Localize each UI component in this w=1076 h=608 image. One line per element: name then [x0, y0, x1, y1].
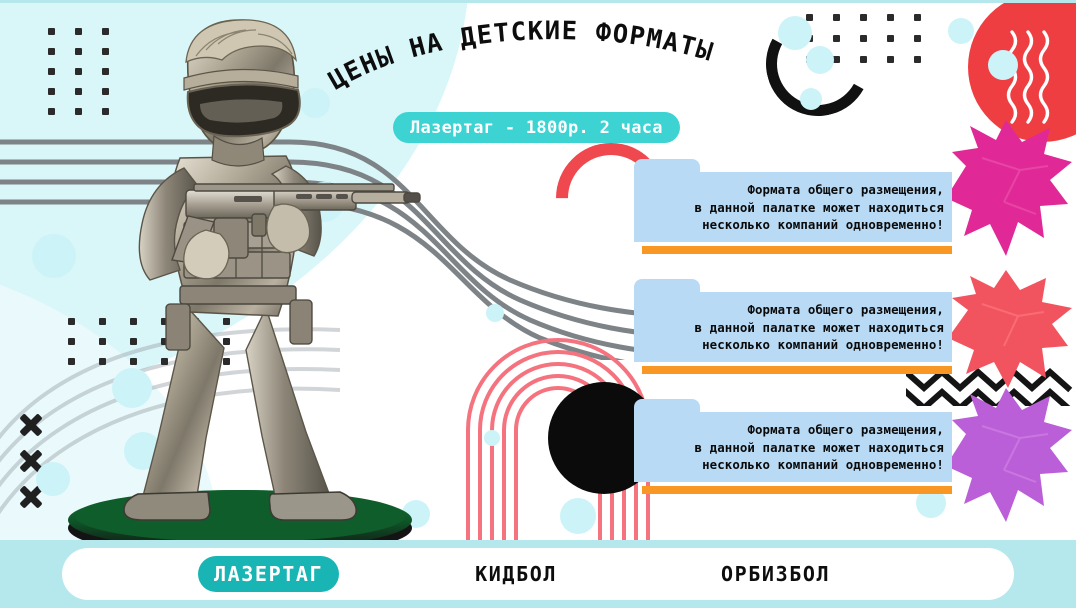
cyan-circle-13 — [486, 304, 504, 322]
card-body: Формата общего размещения, в данной пала… — [634, 292, 952, 362]
cyan-circle-12 — [560, 498, 596, 534]
card-line-1: Формата общего размещения, — [747, 302, 944, 317]
price-badge[interactable]: Лазертаг - 1800р. 2 часа — [393, 112, 680, 143]
tab-lazertag[interactable]: ЛАЗЕРТАГ — [198, 556, 340, 592]
card-line-3: несколько компаний одновременно! — [702, 457, 944, 473]
cyan-circle-9 — [806, 46, 834, 74]
info-card[interactable]: Формата общего размещения, в данной пала… — [634, 279, 952, 374]
card-line-2: в данной палатке может находиться — [694, 199, 944, 215]
tabs-container: ЛАЗЕРТАГ КИДБОЛ ОРБИЗБОЛ — [62, 548, 1014, 600]
black-zigzag-lines — [906, 367, 1073, 406]
purple-gel-splat — [946, 388, 1072, 522]
cyan-circle-7 — [778, 16, 812, 50]
cyan-circle-5 — [36, 462, 70, 496]
cyan-circle-1 — [300, 88, 330, 118]
grey-arc-lines — [0, 327, 341, 515]
card-notch — [634, 159, 700, 175]
card-notch — [634, 279, 700, 295]
card-line-1: Формата общего размещения, — [747, 182, 944, 197]
card-line-1: Формата общего размещения, — [747, 422, 944, 437]
card-body: Формата общего размещения, в данной пала… — [634, 172, 952, 242]
card-underline-bar — [642, 246, 952, 254]
tab-kidbol[interactable]: КИДБОЛ — [475, 562, 557, 586]
tab-orbizbol[interactable]: ОРБИЗБОЛ — [721, 562, 831, 586]
page-title-text: ЦЕНЫ НА ДЕТСКИЕ ФОРМАТЫ — [324, 16, 717, 96]
bottom-navigation-bar: ЛАЗЕРТАГ КИДБОЛ ОРБИЗБОЛ — [0, 540, 1076, 608]
info-card[interactable]: Формата общего размещения, в данной пала… — [634, 399, 952, 494]
cyan-circle-8 — [948, 18, 974, 44]
card-underline-bar — [642, 486, 952, 494]
cyan-circle-11 — [988, 50, 1018, 80]
cyan-circle-4 — [112, 368, 152, 408]
top-hairline — [0, 0, 1076, 3]
card-line-2: в данной палатке может находиться — [694, 439, 944, 455]
laser-tag-figurine-image — [38, 8, 438, 558]
cyan-circle-10 — [800, 88, 822, 110]
cyan-circle-3 — [32, 234, 76, 278]
card-line-3: несколько компаний одновременно! — [702, 217, 944, 233]
info-card[interactable]: Формата общего размещения, в данной пала… — [634, 159, 952, 254]
white-squiggle-icon — [1006, 30, 1050, 124]
card-underline-bar — [642, 366, 952, 374]
card-line-2: в данной палатке может находиться — [694, 319, 944, 335]
magenta-gel-splat — [946, 120, 1072, 256]
card-line-3: несколько компаний одновременно! — [702, 337, 944, 353]
coral-gel-splat — [948, 270, 1072, 388]
card-body: Формата общего размещения, в данной пала… — [634, 412, 952, 482]
page-title: ЦЕНЫ НА ДЕТСКИЕ ФОРМАТЫ — [318, 14, 768, 104]
card-notch — [634, 399, 700, 415]
cyan-circle-14 — [484, 430, 500, 446]
